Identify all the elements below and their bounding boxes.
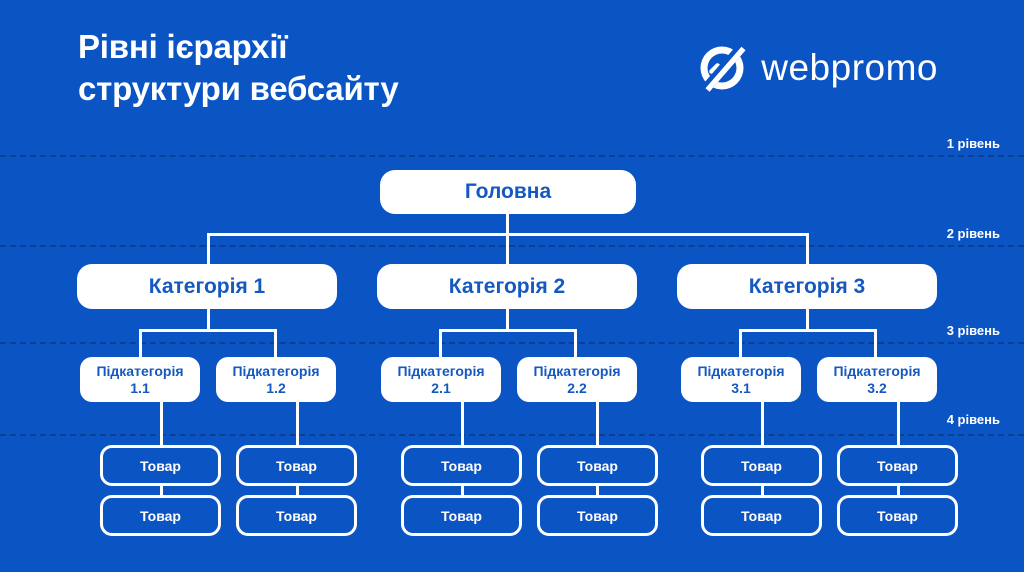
connector-cat2-bus (439, 329, 577, 332)
node-product-2-2-a[interactable]: Товар (537, 445, 658, 486)
connector-sub21-product-drop (461, 401, 464, 445)
connector-cat1-stub (207, 308, 210, 331)
node-product-2-2-b[interactable]: Товар (537, 495, 658, 536)
node-root-golovna[interactable]: Головна (380, 170, 636, 214)
webpromo-logo: webpromo (696, 42, 938, 94)
node-subcategory-1-1[interactable]: Підкатегорія 1.1 (80, 357, 200, 402)
connector-product-stack-2 (296, 485, 299, 496)
node-product-3-1-b[interactable]: Товар (701, 495, 822, 536)
node-subcategory-3-2[interactable]: Підкатегорія 3.2 (817, 357, 937, 402)
node-subcategory-2-2[interactable]: Підкатегорія 2.2 (517, 357, 637, 402)
node-product-1-2-b[interactable]: Товар (236, 495, 357, 536)
level-line-2 (0, 245, 1024, 247)
connector-cat3-drop (806, 233, 809, 265)
connector-cat3-stub (806, 308, 809, 331)
node-product-2-1-a[interactable]: Товар (401, 445, 522, 486)
connector-sub12-drop (274, 329, 277, 357)
connector-cat3-bus (739, 329, 877, 332)
level-line-1 (0, 155, 1024, 157)
connector-product-stack-4 (596, 485, 599, 496)
level-line-4 (0, 434, 1024, 436)
connector-cat2-stub (506, 308, 509, 331)
connector-sub32-product-drop (897, 401, 900, 445)
page-title: Рівні ієрархії структури вебсайту (78, 28, 399, 107)
connector-sub32-drop (874, 329, 877, 357)
circle-chart-slash-icon (696, 42, 748, 94)
connector-sub12-product-drop (296, 401, 299, 445)
node-product-3-2-a[interactable]: Товар (837, 445, 958, 486)
connector-product-stack-1 (160, 485, 163, 496)
node-product-1-1-a[interactable]: Товар (100, 445, 221, 486)
node-category-1[interactable]: Категорія 1 (77, 264, 337, 309)
node-product-3-1-a[interactable]: Товар (701, 445, 822, 486)
connector-product-stack-6 (897, 485, 900, 496)
level-label-2: 2 рівень (946, 226, 1000, 241)
connector-sub22-drop (574, 329, 577, 357)
connector-sub31-drop (739, 329, 742, 357)
level-line-3 (0, 342, 1024, 344)
connector-root-stub (506, 213, 509, 235)
node-product-1-1-b[interactable]: Товар (100, 495, 221, 536)
logo-wordmark: webpromo (761, 47, 938, 88)
node-subcategory-3-1[interactable]: Підкатегорія 3.1 (681, 357, 801, 402)
node-category-3[interactable]: Категорія 3 (677, 264, 937, 309)
connector-cat1-drop (207, 233, 210, 265)
connector-sub22-product-drop (596, 401, 599, 445)
node-subcategory-1-2[interactable]: Підкатегорія 1.2 (216, 357, 336, 402)
connector-sub11-product-drop (160, 401, 163, 445)
connector-product-stack-5 (761, 485, 764, 496)
node-product-3-2-b[interactable]: Товар (837, 495, 958, 536)
connector-sub21-drop (439, 329, 442, 357)
level-label-3: 3 рівень (946, 323, 1000, 338)
node-product-2-1-b[interactable]: Товар (401, 495, 522, 536)
connector-sub31-product-drop (761, 401, 764, 445)
level-label-4: 4 рівень (946, 412, 1000, 427)
node-category-2[interactable]: Категорія 2 (377, 264, 637, 309)
connector-cat1-bus (139, 329, 277, 332)
connector-product-stack-3 (461, 485, 464, 496)
connector-sub11-drop (139, 329, 142, 357)
node-subcategory-2-1[interactable]: Підкатегорія 2.1 (381, 357, 501, 402)
connector-cat2-drop (506, 233, 509, 265)
level-label-1: 1 рівень (946, 136, 1000, 151)
node-product-1-2-a[interactable]: Товар (236, 445, 357, 486)
